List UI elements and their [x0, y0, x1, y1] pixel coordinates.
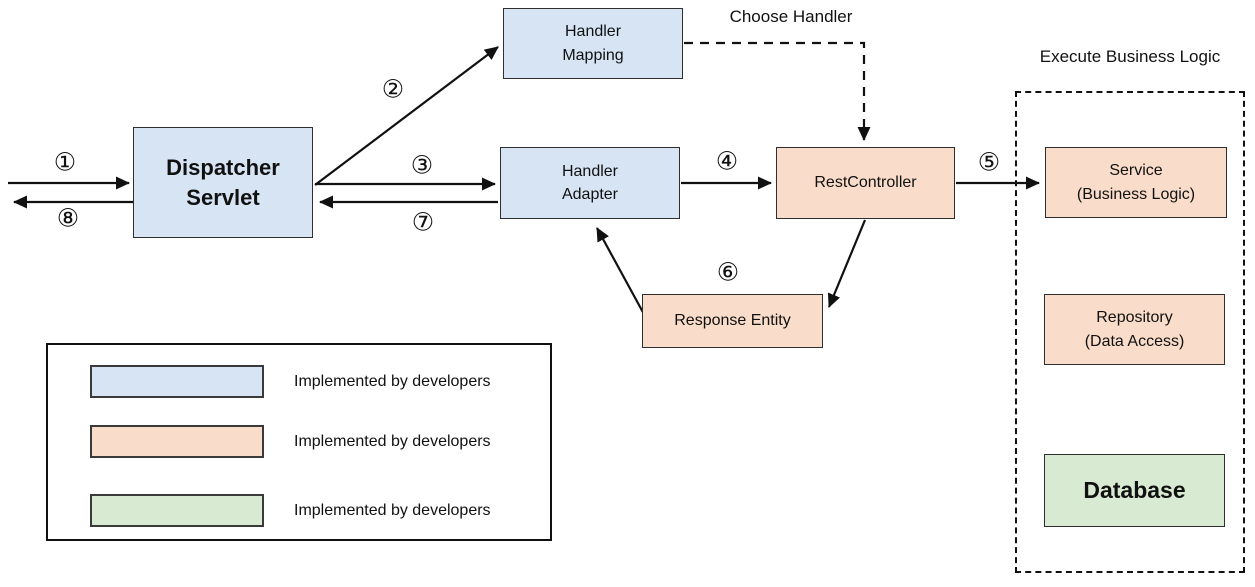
- execute-business-logic-container: [1015, 91, 1245, 573]
- legend-swatch-green: [90, 494, 264, 527]
- legend-label: Implemented by developers: [294, 501, 491, 519]
- legend-row: Implemented by developers: [90, 425, 491, 458]
- arrow-step2-to-handler-mapping: [314, 46, 499, 186]
- legend-row: Implemented by developers: [90, 365, 491, 398]
- node-rest-controller: RestController: [776, 147, 955, 219]
- step-marker-5: ⑤: [977, 148, 1001, 177]
- step-marker-3: ③: [410, 151, 434, 180]
- step-marker-7: ⑦: [411, 208, 435, 237]
- step-marker-1: ①: [53, 148, 77, 177]
- node-repository: Repository (Data Access): [1044, 294, 1225, 365]
- node-handler-adapter: Handler Adapter: [500, 147, 680, 219]
- legend-label: Implemented by developers: [294, 432, 491, 450]
- legend-label: Implemented by developers: [294, 372, 491, 390]
- node-handler-mapping: Handler Mapping: [503, 8, 683, 79]
- step-marker-8: ⑧: [56, 204, 80, 233]
- node-response-entity: Response Entity: [642, 294, 823, 348]
- node-database: Database: [1044, 454, 1225, 527]
- arrow-restcontroller-to-response-entity: [827, 219, 867, 308]
- legend-swatch-blue: [90, 365, 264, 398]
- arrow-step6-response-entity-to-adapter: [596, 227, 646, 317]
- step-marker-4: ④: [715, 147, 739, 176]
- step-marker-6: ⑥: [716, 258, 740, 287]
- legend-swatch-orange: [90, 425, 264, 458]
- node-dispatcher-servlet: Dispatcher Servlet: [133, 127, 313, 238]
- choose-handler-label: Choose Handler: [729, 7, 853, 26]
- execute-business-logic-label: Execute Business Logic: [1039, 47, 1221, 66]
- legend-box: Implemented by developers Implemented by…: [46, 343, 552, 541]
- legend-row: Implemented by developers: [90, 494, 491, 527]
- step-marker-2: ②: [381, 75, 405, 104]
- node-service: Service (Business Logic): [1045, 147, 1227, 218]
- arrow-choose-handler-dashed: [684, 41, 871, 141]
